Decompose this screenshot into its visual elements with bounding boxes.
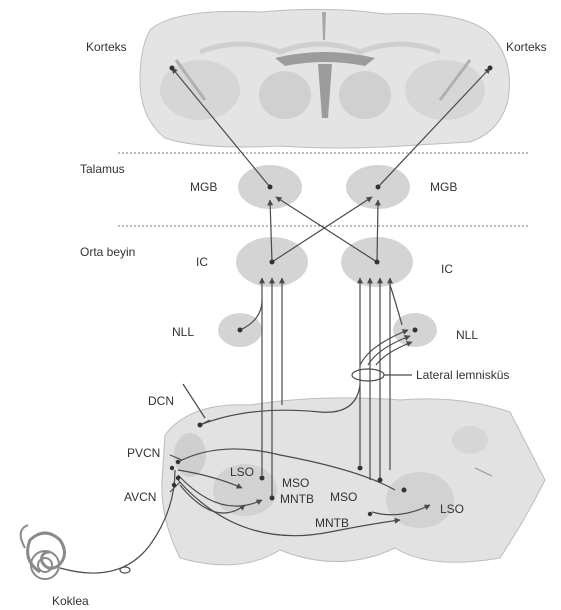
cell-mgb-left (268, 185, 273, 190)
label-dcn: DCN (148, 394, 174, 408)
fiber-cochlear-nerve (60, 470, 175, 573)
cell-avcn-1 (176, 476, 180, 480)
fiber-nll-right (390, 285, 402, 325)
cell-mso-left (270, 496, 275, 501)
cell-mgb-right (376, 185, 381, 190)
label-mgb-right: MGB (430, 180, 457, 194)
label-lso-right: LSO (440, 502, 464, 516)
cell-cortex-left (170, 66, 175, 71)
label-cortex-right: Korteks (506, 40, 547, 54)
label-ic-left: IC (196, 255, 208, 269)
label-nll-left: NLL (172, 325, 194, 339)
label-nll-right: NLL (456, 328, 478, 342)
cell-lso-right (402, 488, 407, 493)
label-midbrain: Orta beyin (80, 245, 135, 259)
label-lso-left: LSO (230, 465, 254, 479)
label-cochlea: Koklea (52, 594, 89, 608)
label-pvcn: PVCN (127, 446, 160, 460)
label-ic-right: IC (441, 262, 453, 276)
label-thalamus: Talamus (80, 162, 125, 176)
cortex-section (140, 9, 509, 148)
cell-cortex-right (488, 66, 493, 71)
label-mso-right: MSO (330, 490, 357, 504)
cell-ic-left (270, 260, 275, 265)
cell-pvcn-1 (176, 460, 180, 464)
cell-avcn-2 (172, 483, 176, 487)
cell-mso-right (358, 466, 363, 471)
label-avcn: AVCN (124, 490, 156, 504)
cochlea (21, 525, 65, 579)
label-cortex-left: Korteks (86, 40, 127, 54)
brainstem-section (162, 398, 545, 565)
label-lateral-lemniscus: Lateral lemnisküs (416, 368, 509, 382)
cell-mntb-right-2 (368, 512, 372, 516)
cell-nll-right (413, 328, 418, 333)
lateral-lemniscus-ring (352, 369, 384, 381)
label-mntb-left: MNTB (280, 492, 314, 506)
label-mgb-left: MGB (190, 180, 217, 194)
ganglion (120, 567, 130, 573)
cell-ic-right (375, 260, 380, 265)
label-mntb-right: MNTB (315, 516, 349, 530)
cell-mntb-right (378, 478, 383, 483)
label-mso-left: MSO (282, 476, 309, 490)
cell-dcn (198, 423, 203, 428)
cell-nll-left (238, 328, 243, 333)
cell-lso-left (260, 476, 265, 481)
cell-pvcn-2 (170, 466, 174, 470)
